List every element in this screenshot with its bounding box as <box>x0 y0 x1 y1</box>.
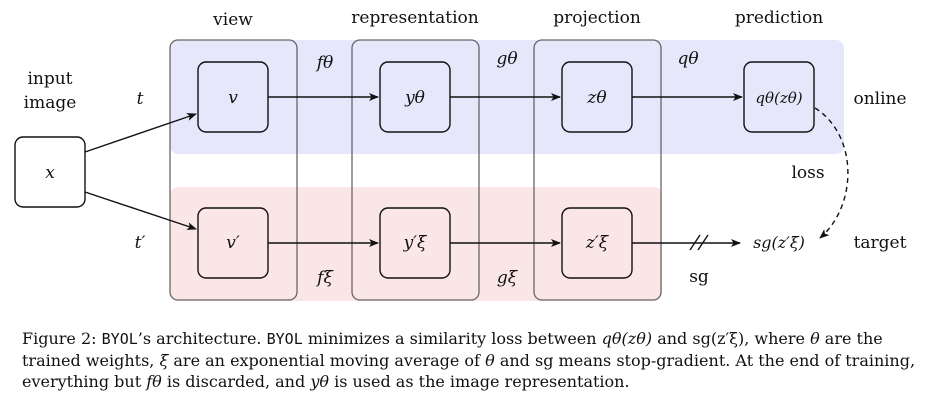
header-view: view <box>212 10 253 30</box>
header-projection: projection <box>553 8 641 28</box>
caption-ema: are an exponential moving average of <box>173 351 480 370</box>
caption-final: is used as the image representation. <box>334 372 630 391</box>
caption-discarded: is discarded, and <box>166 372 306 391</box>
node-q-theta-label: qθ(zθ) <box>755 89 802 107</box>
caption-and-2: and <box>499 351 530 370</box>
caption-f-expr: fθ <box>146 372 162 391</box>
node-z-theta-label: zθ <box>586 88 606 108</box>
node-z-xi-label: z′ξ <box>585 233 610 253</box>
online-label: online <box>853 89 906 109</box>
caption-xi: ξ <box>159 351 169 370</box>
caption-y-expr: yθ <box>310 372 329 391</box>
caption-trained: are the trained weights, <box>22 329 883 370</box>
header-representation: representation <box>351 8 478 28</box>
caption-q-expr: qθ(zθ) <box>601 329 653 348</box>
edge-label-t-prime: t′ <box>135 233 146 253</box>
target-label: target <box>854 233 907 253</box>
header-prediction: prediction <box>735 8 823 28</box>
caption-figure-label: Figure 2: <box>22 329 97 348</box>
edge-label-g-theta: gθ <box>496 49 517 69</box>
stop-gradient-slash-1 <box>689 234 701 251</box>
node-y-theta-label: yθ <box>404 88 425 108</box>
caption-text-1: ’s architecture. <box>137 329 262 348</box>
node-x-label: x <box>45 163 55 183</box>
arrow-x-to-v <box>84 113 197 153</box>
node-q-theta-box <box>743 61 815 133</box>
edge-label-q-theta: qθ <box>677 49 698 69</box>
caption-means: means stop-gradient. At the end of train… <box>22 351 916 391</box>
projection-column <box>533 39 662 301</box>
input-label-line2: image <box>24 93 77 113</box>
caption-theta-2: θ <box>485 351 495 370</box>
node-v-prime-label: v′ <box>226 233 240 253</box>
edge-label-f-xi: fξ <box>315 268 334 288</box>
caption-and-1: and <box>657 329 688 348</box>
caption-byol-name-1: BYOL <box>101 330 138 348</box>
representation-column <box>351 39 480 301</box>
byol-architecture-diagram: view representation projection predictio… <box>14 8 907 301</box>
node-v-label: v <box>228 88 238 108</box>
stop-gradient-slash-2 <box>697 234 709 251</box>
arrow-x-to-v-prime <box>84 191 197 230</box>
caption-sg-word: sg <box>535 351 554 370</box>
caption-theta: θ <box>810 329 820 348</box>
edge-label-sg: sg <box>689 267 709 287</box>
node-x-box <box>14 136 86 208</box>
node-y-xi-label: y′ξ <box>403 233 428 253</box>
figure-caption: Figure 2: BYOL’s architecture. BYOL mini… <box>22 328 917 392</box>
edge-label-f-theta: fθ <box>315 53 334 73</box>
edge-label-loss: loss <box>791 163 824 183</box>
input-label-line1: input <box>27 69 72 89</box>
edge-label-t: t <box>137 89 144 109</box>
loss-dashed-arrow <box>814 107 849 239</box>
caption-byol-name-2: BYOL <box>266 330 303 348</box>
caption-sg-expr: sg(z′ξ), <box>692 329 750 348</box>
node-sg-label: sg(z′ξ) <box>753 233 805 252</box>
caption-text-2: minimizes a similarity loss between <box>307 329 597 348</box>
edge-label-g-xi: gξ <box>497 268 519 288</box>
view-column <box>169 39 298 301</box>
caption-where: where <box>754 329 805 348</box>
